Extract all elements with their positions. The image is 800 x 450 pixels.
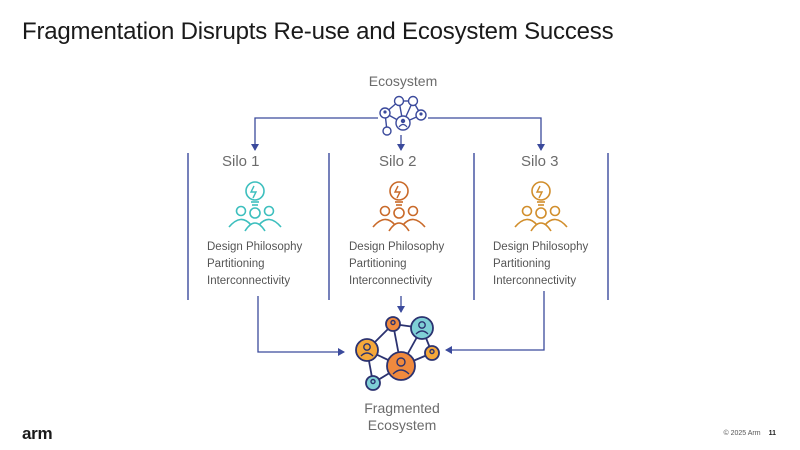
slide-title: Fragmentation Disrupts Re-use and Ecosys… <box>22 18 614 45</box>
network-of-people-icon <box>379 95 427 136</box>
silo-3-title: Silo 3 <box>521 153 559 170</box>
slide-footer: © 2025 Arm 11 <box>724 430 776 437</box>
silo-1-title: Silo 1 <box>222 153 260 170</box>
arrow-from-silo-1 <box>257 296 345 356</box>
silo-3-icon <box>514 181 568 232</box>
silo-3-attr-partitioning: Partitioning <box>493 258 551 270</box>
arm-logo: arm <box>22 424 53 443</box>
silo-dividers <box>187 153 609 300</box>
silo-2-icon <box>372 181 426 232</box>
silo-1-attributes: Design Philosophy Partitioning Interconn… <box>207 239 302 290</box>
merge-arrows <box>257 291 545 356</box>
silo-1-attr-interconnectivity: Interconnectivity <box>207 275 291 287</box>
silo-1-attr-partitioning: Partitioning <box>207 258 265 270</box>
silo-1-attr-design-philosophy: Design Philosophy <box>207 241 303 253</box>
silo-1-icon <box>228 181 282 232</box>
arrow-to-silo-3 <box>428 117 545 151</box>
silo-2-attributes: Design Philosophy Partitioning Interconn… <box>349 239 444 290</box>
fragmented-ecosystem-label: Fragmented Ecosystem <box>340 400 464 434</box>
silo-2-attr-interconnectivity: Interconnectivity <box>349 275 433 287</box>
silo-2-title: Silo 2 <box>379 153 417 170</box>
silo-3-attr-design-philosophy: Design Philosophy <box>493 241 589 253</box>
fragmented-network-icon <box>355 316 440 391</box>
silo-3-attr-interconnectivity: Interconnectivity <box>493 275 577 287</box>
silo-3-attributes: Design Philosophy Partitioning Interconn… <box>493 239 588 290</box>
silo-2-attr-design-philosophy: Design Philosophy <box>349 241 445 253</box>
arrow-to-silo-1 <box>251 117 378 151</box>
arrow-from-silo-3 <box>445 291 545 354</box>
distribution-arrows <box>251 117 545 151</box>
fragmented-label-line-1: Fragmented <box>364 400 440 416</box>
fragmented-label-line-2: Ecosystem <box>367 417 437 433</box>
page-number: 11 <box>768 430 776 437</box>
copyright-text: © 2025 Arm <box>723 430 761 437</box>
ecosystem-label: Ecosystem <box>368 73 438 89</box>
silo-2-attr-partitioning: Partitioning <box>349 258 407 270</box>
